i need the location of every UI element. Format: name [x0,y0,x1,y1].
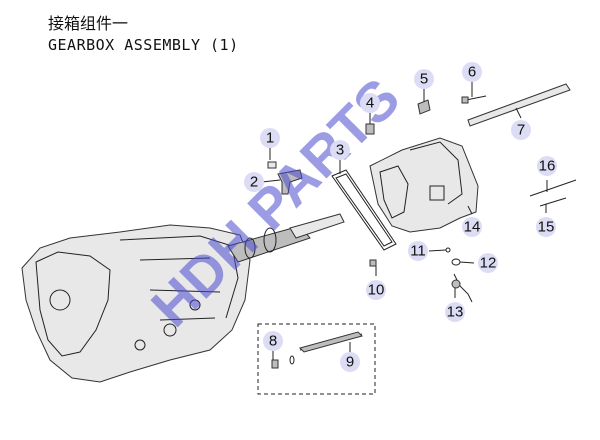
callout-15: 15 [536,217,556,237]
callout-6: 6 [462,62,482,82]
callout-11: 11 [408,241,428,261]
input-shaft [227,213,345,263]
bolts-part-15-16 [529,179,577,207]
callout-10: 10 [366,280,386,300]
callout-4: 4 [360,93,380,113]
callout-9: 9 [340,352,360,372]
gasket-part-3 [331,169,397,251]
callout-1: 1 [260,128,280,148]
title-chinese: 接箱组件一 [48,14,129,33]
shift-fork-part-2 [267,161,303,195]
svg-text:3: 3 [336,142,344,159]
svg-text:7: 7 [517,122,525,139]
callout-8: 8 [263,331,283,351]
bolt-part-6 [461,95,487,104]
leader-lines [261,82,548,360]
svg-text:13: 13 [447,304,464,321]
svg-text:10: 10 [368,282,385,299]
extension-housing-part-14 [369,137,479,233]
callout-2: 2 [244,172,264,192]
svg-text:1: 1 [266,130,274,147]
svg-text:16: 16 [539,158,556,175]
svg-text:11: 11 [410,243,426,260]
svg-text:5: 5 [420,71,428,88]
callout-13: 13 [445,302,465,322]
svg-text:12: 12 [480,255,497,272]
svg-text:4: 4 [366,95,374,112]
callout-14: 14 [462,217,482,237]
svg-text:2: 2 [250,174,258,191]
dashed-group-8-9 [257,323,376,395]
svg-text:14: 14 [464,219,481,236]
callout-7: 7 [511,120,531,140]
callout-16: 16 [537,156,557,176]
title-english: GEARBOX ASSEMBLY (1) [48,36,239,54]
svg-text:6: 6 [468,64,476,81]
callout-5: 5 [414,69,434,89]
svg-text:15: 15 [538,219,555,236]
rod-part-7 [467,83,571,127]
small-parts-10-13 [369,247,473,303]
callout-12: 12 [478,253,498,273]
gearbox-housing [21,224,251,383]
bracket-part-5 [417,99,431,115]
svg-text:9: 9 [346,354,354,371]
callout-3: 3 [330,140,350,160]
svg-text:8: 8 [269,333,277,350]
